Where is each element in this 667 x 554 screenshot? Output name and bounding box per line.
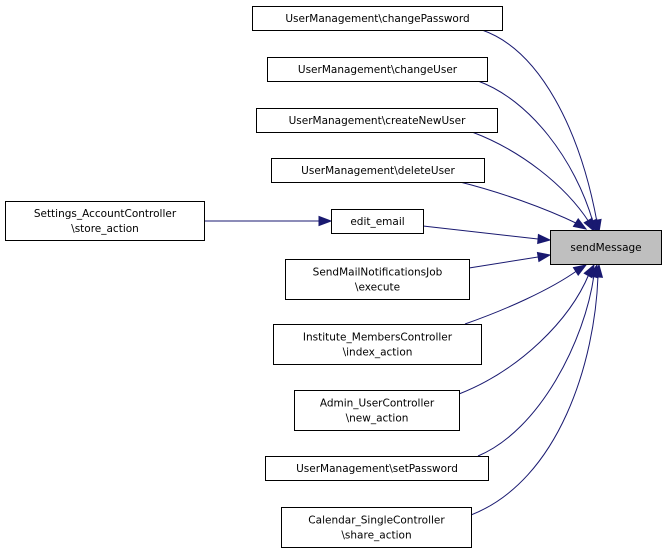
edges-layer: [204, 29, 604, 516]
node-box: [550, 230, 662, 265]
node-label: \execute: [355, 282, 400, 294]
edge-institute_index-to-sendMessage: [464, 264, 588, 325]
edge-createNewUser-to-sendMessage: [471, 131, 595, 233]
arrowhead-icon: [537, 233, 552, 245]
edge-changeUser-to-sendMessage: [477, 80, 598, 234]
node-box: [294, 390, 460, 431]
node-sendMessage[interactable]: sendMessage: [550, 230, 662, 265]
node-label: UserManagement\changeUser: [298, 64, 458, 76]
edge-edit_email-to-sendMessage: [422, 225, 552, 245]
edge-line: [477, 274, 595, 457]
nodes-layer: sendMessage UserManagement\changePassword…: [5, 6, 662, 548]
node-box: [265, 456, 489, 481]
edge-line: [464, 269, 579, 325]
edge-line: [422, 225, 539, 240]
node-label: \share_action: [341, 530, 411, 542]
edge-sendmail_execute-to-sendMessage: [468, 251, 552, 269]
edge-line: [471, 131, 590, 223]
arrowhead-icon: [572, 217, 588, 230]
edge-changePassword-to-sendMessage: [481, 29, 602, 234]
arrowhead-icon: [536, 251, 552, 263]
node-label: \store_action: [71, 223, 139, 235]
edge-deleteUser-to-sendMessage: [459, 181, 588, 230]
node-label: \index_action: [343, 347, 413, 359]
node-box: [267, 57, 488, 82]
edge-settings_store-to-edit_email: [204, 215, 333, 227]
node-box: [271, 158, 485, 183]
edge-line: [458, 273, 590, 395]
node-box: [285, 259, 470, 300]
node-label: \new_action: [346, 413, 409, 425]
node-label: UserManagement\createNewUser: [289, 115, 466, 127]
arrowhead-icon: [572, 264, 588, 277]
node-box: [331, 209, 424, 234]
node-setPassword[interactable]: UserManagement\setPassword: [265, 456, 489, 481]
edge-calendar_share-to-sendMessage: [470, 263, 604, 516]
node-sendmail_execute[interactable]: SendMailNotificationsJob \execute: [285, 259, 470, 300]
node-label: UserManagement\changePassword: [285, 13, 469, 25]
edge-line: [470, 275, 599, 516]
edge-line: [468, 256, 539, 269]
node-label: sendMessage: [570, 242, 641, 254]
node-label: Admin_UserController: [320, 398, 435, 410]
node-label: Settings_AccountController: [34, 208, 177, 220]
node-label: Institute_MembersController: [303, 332, 453, 344]
node-label: Calendar_SingleController: [308, 515, 445, 527]
node-calendar_share[interactable]: Calendar_SingleController \share_action: [281, 507, 472, 548]
node-box: [281, 507, 472, 548]
node-box: [252, 6, 503, 31]
edge-line: [459, 181, 579, 225]
node-changeUser[interactable]: UserManagement\changeUser: [267, 57, 488, 82]
node-edit_email[interactable]: edit_email: [331, 209, 424, 234]
node-deleteUser[interactable]: UserManagement\deleteUser: [271, 158, 485, 183]
arrowhead-icon: [318, 215, 333, 227]
node-createNewUser[interactable]: UserManagement\createNewUser: [256, 108, 498, 133]
node-settings_store[interactable]: Settings_AccountController \store_action: [5, 201, 205, 241]
node-label: UserManagement\setPassword: [296, 463, 458, 475]
node-label: UserManagement\deleteUser: [301, 165, 455, 177]
node-label: edit_email: [350, 216, 404, 228]
node-changePassword[interactable]: UserManagement\changePassword: [252, 6, 503, 31]
node-box: [273, 324, 482, 365]
arrowhead-icon: [583, 217, 595, 233]
node-institute_index[interactable]: Institute_MembersController \index_action: [273, 324, 482, 365]
node-label: SendMailNotificationsJob: [313, 267, 443, 279]
edge-line: [477, 80, 594, 223]
arrowhead-icon: [592, 263, 604, 278]
node-box: [256, 108, 498, 133]
edge-line: [481, 29, 598, 223]
node-admin_new[interactable]: Admin_UserController \new_action: [294, 390, 460, 431]
node-box: [5, 201, 205, 241]
